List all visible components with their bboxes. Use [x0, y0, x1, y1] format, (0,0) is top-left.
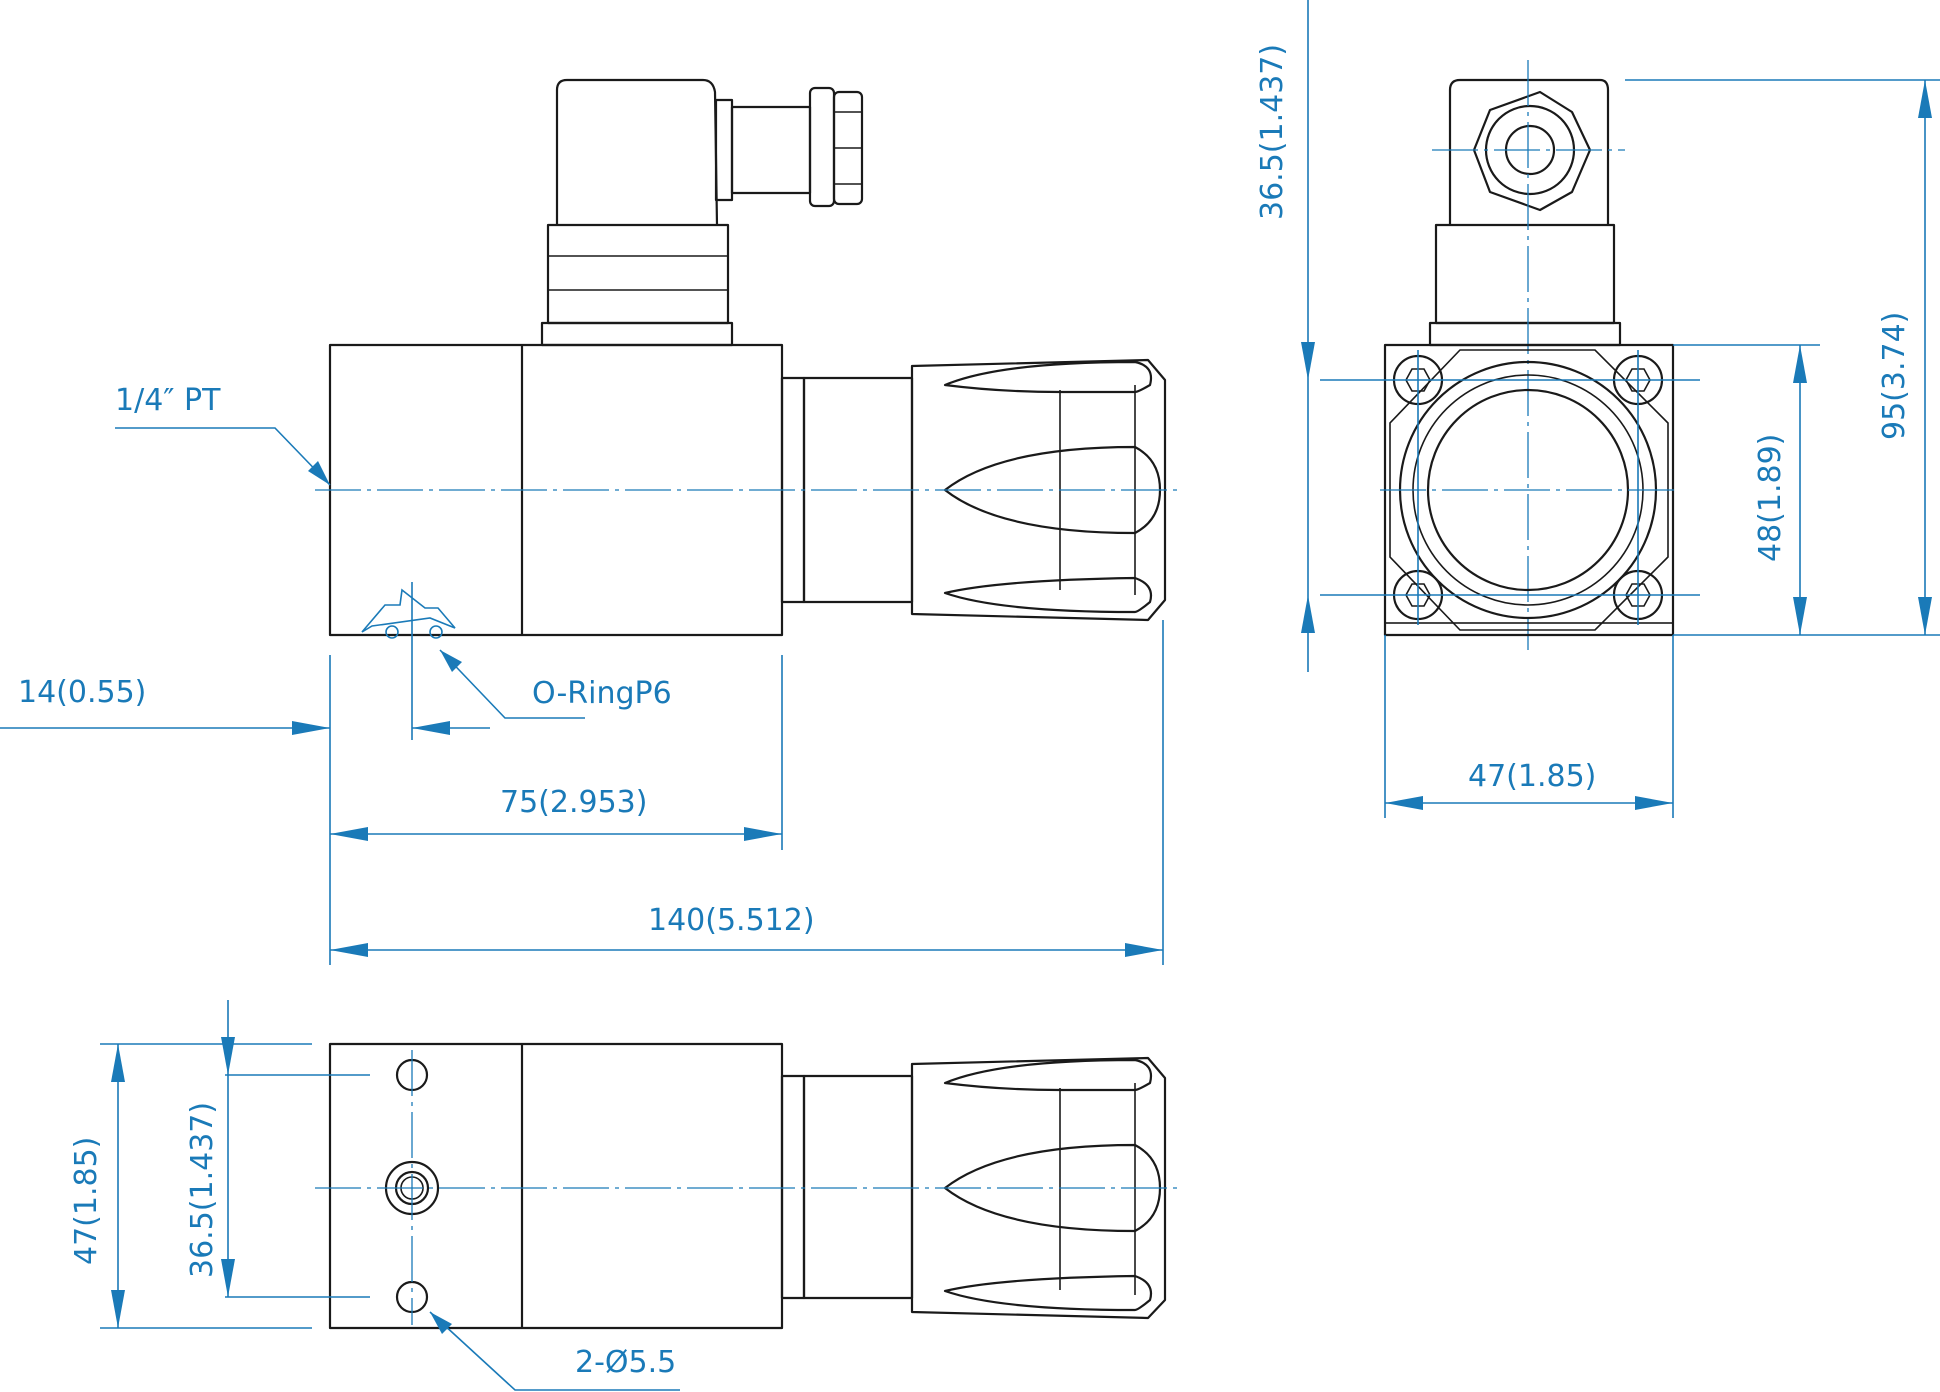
side-dimensions: 36.5(1.437) 95(3.74) 48(1.89) 47(1.85)	[1255, 0, 1940, 818]
holes-leader	[429, 1311, 680, 1391]
holes-label: 2-Ø5.5	[575, 1345, 676, 1380]
side-view	[1320, 60, 1700, 650]
side-connector	[1448, 78, 1610, 225]
front-view	[315, 78, 1180, 740]
knob-groove-bottom	[943, 576, 1153, 614]
connector-center-label: 36.5(1.437)	[1255, 44, 1290, 220]
bottom-view	[315, 1042, 1180, 1330]
oring-offset-label: 14(0.55)	[18, 675, 146, 710]
total-length-label: 140(5.512)	[648, 903, 815, 938]
side-gland-hex	[1472, 90, 1592, 212]
mount-pitch-label: 48(1.89)	[1753, 434, 1788, 562]
front-dimensions: 1/4″ PT O-RingP6 14(0.55) 75(2.953) 140(…	[0, 383, 1164, 965]
body-width-label: 47(1.85)	[1468, 759, 1596, 794]
side-connector-neck	[1434, 223, 1616, 325]
bottom-adjuster-neck	[802, 1074, 914, 1300]
thread-leader	[115, 427, 331, 486]
adjuster-knob	[910, 358, 1167, 622]
bottom-body	[328, 1042, 784, 1330]
oring-leader	[439, 649, 585, 719]
connector-base	[540, 321, 734, 347]
thread-label: 1/4″ PT	[115, 383, 221, 418]
side-connector-base	[1428, 321, 1622, 347]
bottom-body-step	[780, 1074, 806, 1300]
cable-gland-collar	[714, 98, 734, 202]
oring-label: O-RingP6	[532, 676, 672, 711]
bottom-width-label: 47(1.85)	[69, 1137, 104, 1265]
bottom-adjuster-knob	[910, 1056, 1167, 1320]
cable-gland-sleeve	[730, 105, 812, 195]
connector-plug	[555, 78, 719, 226]
oring-detail	[361, 588, 456, 633]
knob-groove-top	[943, 360, 1153, 394]
cable-gland-nut	[808, 86, 836, 208]
bottom-dimensions: 47(1.85) 36.5(1.437) 2-Ø5.5	[69, 1000, 680, 1391]
total-height-label: 95(3.74)	[1877, 312, 1912, 440]
body-length-label: 75(2.953)	[500, 785, 647, 820]
hole-pitch-label: 36.5(1.437)	[185, 1102, 220, 1278]
connector-neck	[546, 223, 730, 325]
